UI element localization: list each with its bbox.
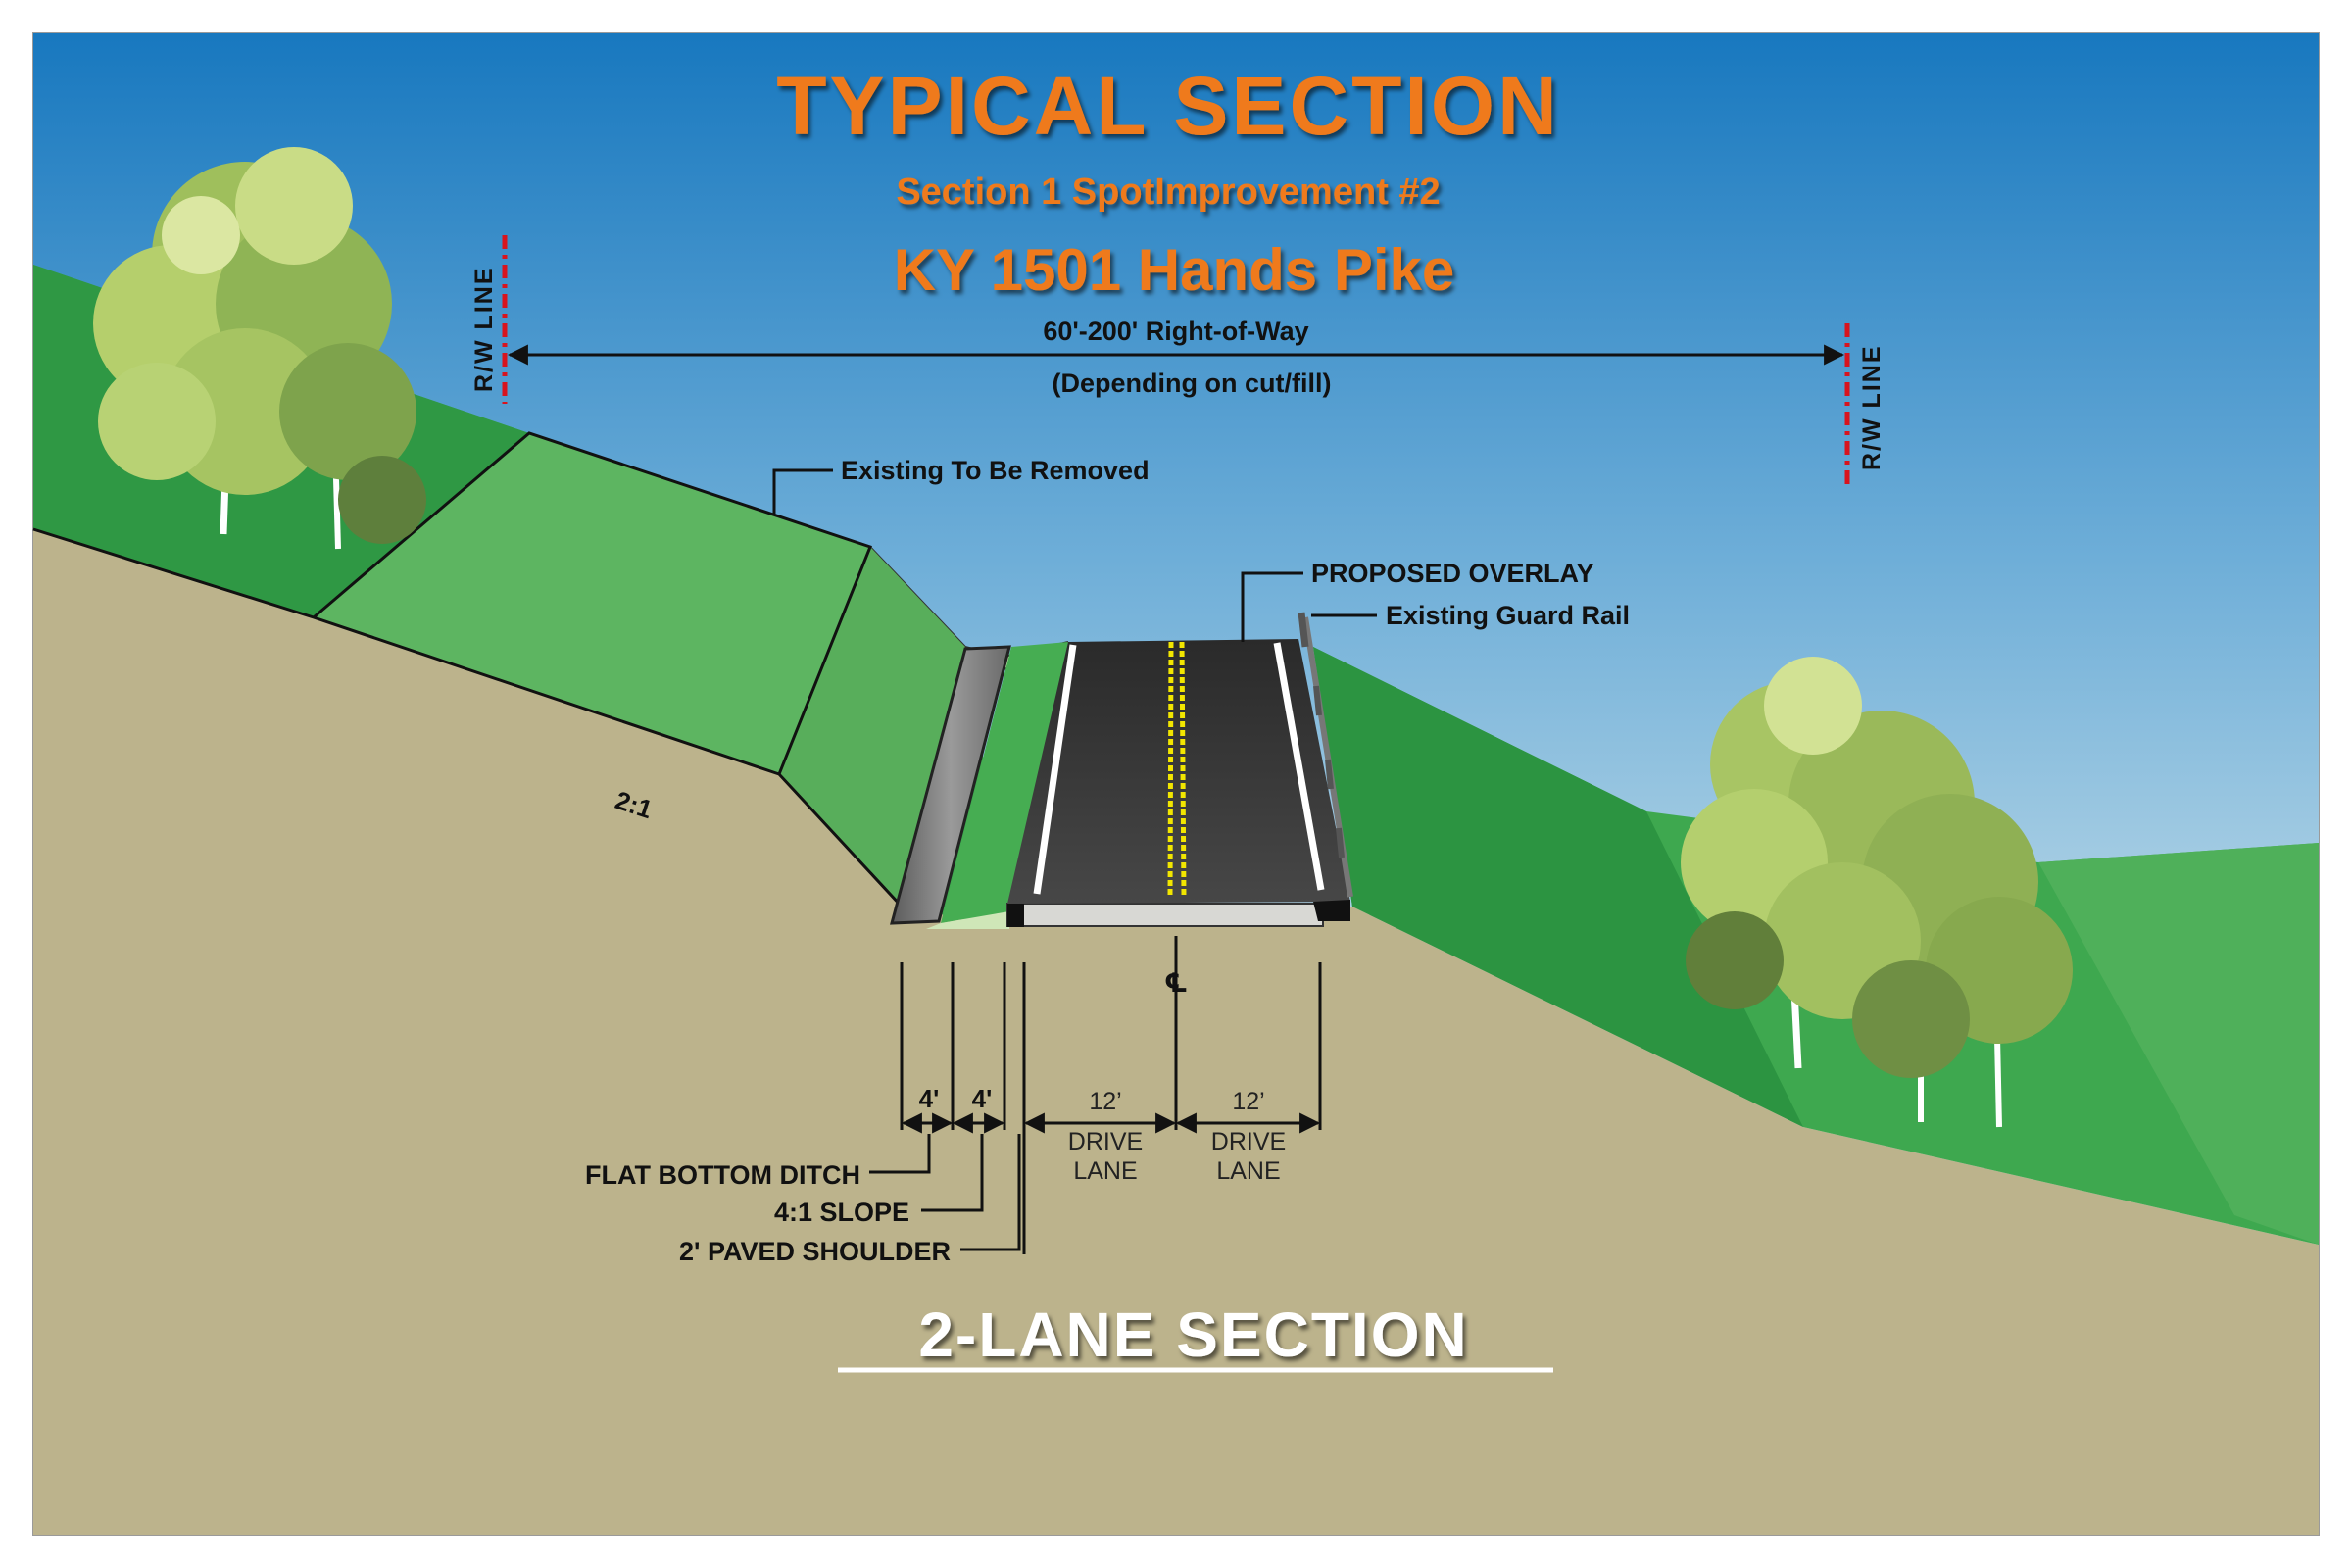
- road-base: [1006, 903, 1324, 927]
- existing-removed-label: Existing To Be Removed: [841, 456, 1150, 485]
- main-title: TYPICAL SECTION: [776, 60, 1560, 152]
- lane2-label-a: DRIVE: [1211, 1128, 1286, 1155]
- legend-leaders: FLAT BOTTOM DITCH 4:1 SLOPE 2' PAVED SHO…: [585, 1134, 1021, 1266]
- lane2-width: 12’: [1232, 1088, 1264, 1115]
- centerline-yellow-b: [1179, 641, 1187, 898]
- guard-rail-label: Existing Guard Rail: [1386, 601, 1630, 630]
- section-label: 2-LANE SECTION: [918, 1299, 1468, 1370]
- rw-width-label: 60'-200' Right-of-Way: [1043, 317, 1308, 346]
- callouts: Existing To Be Removed PROPOSED OVERLAY …: [612, 456, 1630, 824]
- cut-slope-face-lower: [779, 547, 965, 906]
- proposed-overlay-label: PROPOSED OVERLAY: [1311, 559, 1594, 588]
- rw-line-label-right: R/W LINE: [1858, 345, 1886, 471]
- scene: [32, 33, 2319, 1535]
- flat-bottom-ditch-label: FLAT BOTTOM DITCH: [585, 1160, 860, 1190]
- right-of-way-dimension: 60'-200' Right-of-Way (Depending on cut/…: [470, 235, 1886, 485]
- road-asphalt: [1007, 639, 1350, 904]
- road-edge-right: [1313, 900, 1350, 921]
- paved-shoulder-label: 2' PAVED SHOULDER: [679, 1237, 951, 1266]
- rw-line-label-left: R/W LINE: [470, 267, 498, 393]
- title-block: TYPICAL SECTION Section 1 SpotImprovemen…: [776, 60, 1560, 303]
- left-trees: [93, 147, 426, 550]
- route-title: KY 1501 Hands Pike: [894, 237, 1455, 303]
- foreslope-grass: [941, 642, 1068, 923]
- cut-slope-face-upper: [314, 433, 870, 774]
- subtitle: Section 1 SpotImprovement #2: [896, 172, 1440, 213]
- rw-note: (Depending on cut/fill): [1053, 368, 1332, 398]
- ditch-width-label: 4': [919, 1084, 940, 1113]
- dimension-lines: ℄ 4' 4' 12’ DRIVE LANE 12’ DRIVE LANE: [900, 936, 1322, 1254]
- slope-label: 4:1 SLOPE: [774, 1198, 909, 1227]
- guard-rail: [1298, 612, 1353, 898]
- ditch-gravel: [890, 645, 1011, 925]
- lane2-label-b: LANE: [1216, 1157, 1280, 1185]
- centerline-symbol: ℄: [1164, 968, 1188, 998]
- section-label-block: 2-LANE SECTION: [838, 1299, 1553, 1373]
- lane1-width: 12’: [1089, 1088, 1121, 1115]
- road-edge-left: [1007, 904, 1024, 927]
- centerline-yellow-a: [1167, 641, 1174, 898]
- slope-width-label: 4': [972, 1084, 993, 1113]
- lane-edge-line-right: [1273, 642, 1325, 891]
- right-slope-dark: [1313, 647, 1803, 1127]
- right-trees: [1681, 657, 2073, 1128]
- right-slope-light: [2038, 843, 2319, 1245]
- lane-edge-line-left: [1033, 644, 1077, 895]
- lane1-label-a: DRIVE: [1068, 1128, 1143, 1155]
- shoulder-strip: [926, 911, 1009, 929]
- lane1-label-b: LANE: [1073, 1157, 1137, 1185]
